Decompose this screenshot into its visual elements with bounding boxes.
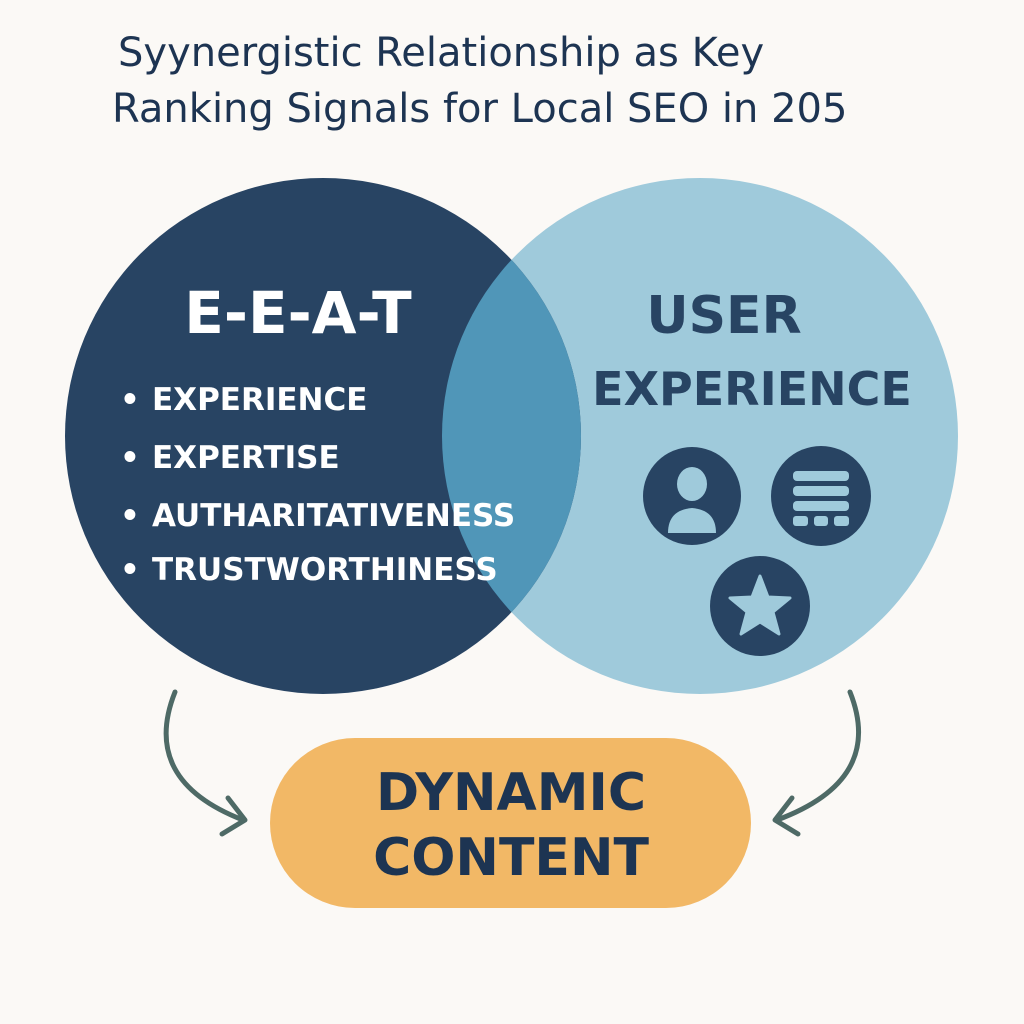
bullet-glyph: •: [120, 498, 140, 534]
bullet-glyph: •: [120, 382, 140, 418]
bullet-glyph: •: [120, 552, 140, 588]
eeat-heading: E-E-A-T: [184, 279, 412, 347]
title-line-2: Ranking Signals for Local SEO in 205: [112, 86, 847, 132]
eeat-bullet-list: • EXPERIENCE • EXPERTISE • AUTHARITATIVE…: [120, 382, 515, 588]
bullet-expertise: EXPERTISE: [152, 440, 340, 476]
result-line-2: CONTENT: [373, 828, 649, 888]
eeat-circle: [65, 178, 581, 694]
bullet-experience: EXPERIENCE: [152, 382, 367, 418]
ux-heading-line-2: EXPERIENCE: [592, 362, 912, 416]
result-line-1: DYNAMIC: [376, 763, 646, 823]
bullet-glyph: •: [120, 440, 140, 476]
title-line-1: Syynergistic Relationship as Key: [118, 30, 764, 76]
layout-icon: [771, 446, 871, 546]
bullet-trustworthiness: TRUSTWORTHINESS: [152, 552, 498, 588]
bullet-authoritativeness: AUTHARITATIVENESS: [152, 498, 515, 534]
arrow-right-icon: [772, 689, 861, 837]
arrow-left-icon: [163, 689, 248, 837]
star-icon: [710, 556, 810, 656]
ux-circle: [442, 178, 958, 694]
user-icon: [643, 447, 741, 545]
dynamic-content-pill: [270, 738, 751, 908]
ux-heading-line-1: USER: [646, 286, 801, 346]
